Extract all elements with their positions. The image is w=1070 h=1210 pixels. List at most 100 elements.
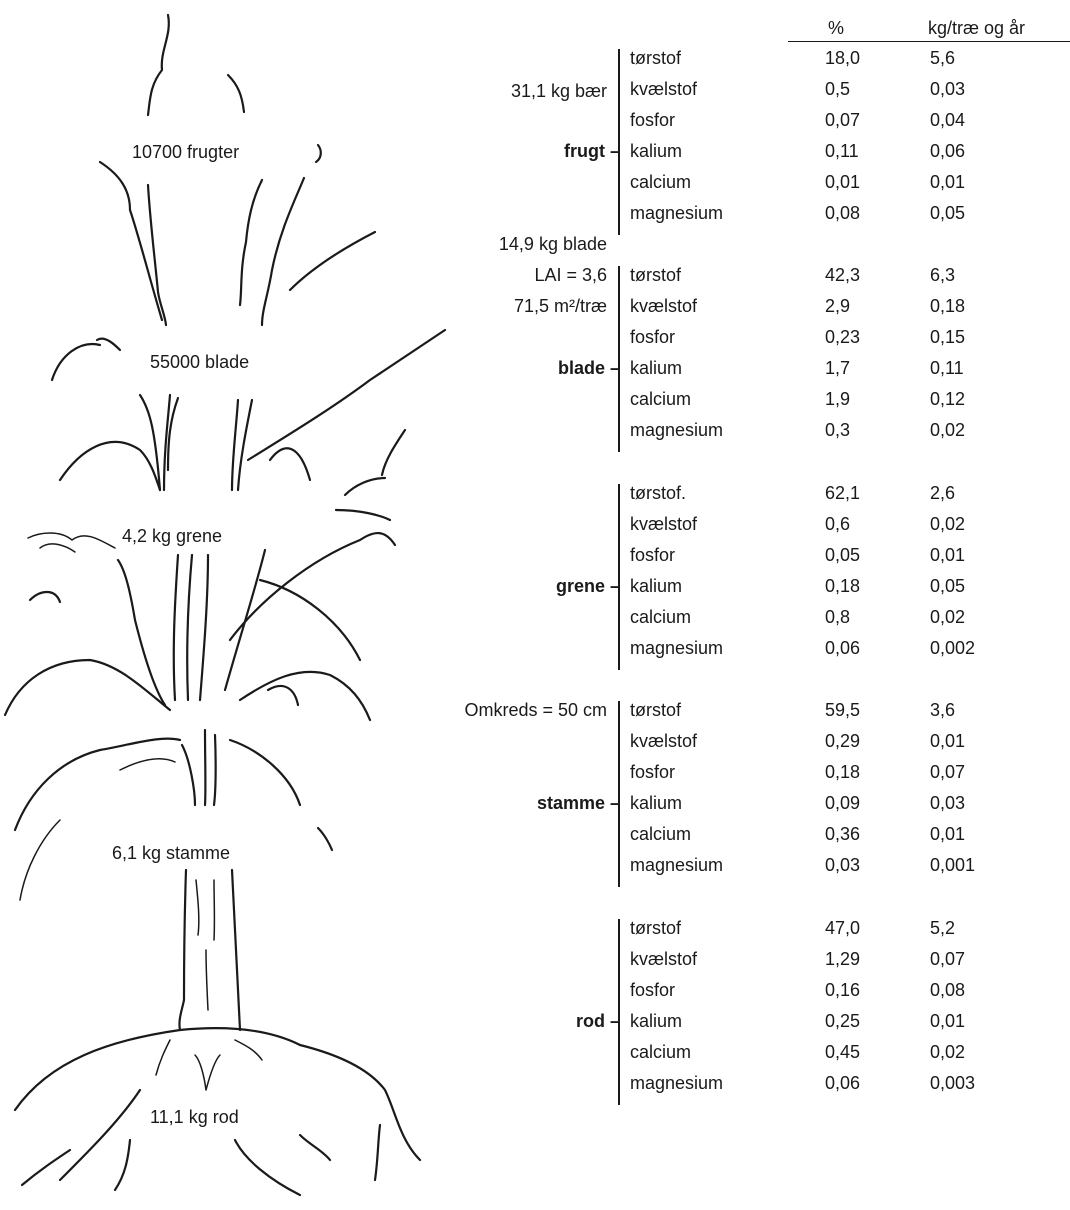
percent-value: 0,16 <box>825 979 860 1001</box>
kg-per-tree-value: 0,01 <box>930 1010 965 1032</box>
kg-per-tree-value: 0,05 <box>930 202 965 224</box>
group-name: frugt – <box>564 140 620 162</box>
nutrient-name: kvælstof <box>630 513 697 535</box>
percent-value: 59,5 <box>825 699 860 721</box>
table-row: kvælstof 0,6 0,02 <box>630 513 1050 544</box>
nutrient-name: tørstof <box>630 699 681 721</box>
kg-per-tree-value: 0,01 <box>930 171 965 193</box>
kg-per-tree-value: 5,6 <box>930 47 955 69</box>
kg-per-tree-value: 0,02 <box>930 513 965 535</box>
tree-label-frugter: 10700 frugter <box>130 142 241 163</box>
percent-value: 0,45 <box>825 1041 860 1063</box>
percent-value: 0,07 <box>825 109 860 131</box>
nutrient-name: kalium <box>630 792 682 814</box>
kg-per-tree-value: 0,02 <box>930 1041 965 1063</box>
table-row: magnesium0,080,05 <box>630 202 1050 233</box>
tree-label-grene: 4,2 kg grene <box>120 526 224 547</box>
kg-per-tree-value: 0,05 <box>930 575 965 597</box>
percent-value: 0,6 <box>825 513 850 535</box>
percent-value: 0,36 <box>825 823 860 845</box>
kg-per-tree-value: 0,12 <box>930 388 965 410</box>
group-name: grene – <box>556 575 620 597</box>
table-row: calcium 0,36 0,01 <box>630 823 1050 854</box>
kg-per-tree-value: 0,01 <box>930 730 965 752</box>
nutrient-name: calcium <box>630 388 691 410</box>
kg-per-tree-value: 0,02 <box>930 419 965 441</box>
nutrient-name: magnesium <box>630 419 723 441</box>
percent-value: 0,03 <box>825 854 860 876</box>
table-row: fosfor0,160,08 <box>630 979 1050 1010</box>
kg-per-tree-value: 0,07 <box>930 948 965 970</box>
nutrient-name: magnesium <box>630 637 723 659</box>
nutrient-name: magnesium <box>630 854 723 876</box>
percent-value: 1,29 <box>825 948 860 970</box>
table-row: fosfor0,070,04 <box>630 109 1050 140</box>
percent-value: 0,06 <box>825 1072 860 1094</box>
percent-value: 1,9 <box>825 388 850 410</box>
group-note: 71,5 m²/træ <box>514 295 607 317</box>
table-row: tørstof. 62,1 2,6 <box>630 482 1050 513</box>
kg-per-tree-value: 0,18 <box>930 295 965 317</box>
nutrient-name: fosfor <box>630 544 675 566</box>
nutrient-name: tørstof <box>630 264 681 286</box>
percent-value: 0,5 <box>825 78 850 100</box>
table-row: tørstof 42,3 6,3 <box>630 264 1050 295</box>
kg-per-tree-value: 0,002 <box>930 637 975 659</box>
percent-value: 1,7 <box>825 357 850 379</box>
kg-per-tree-value: 0,11 <box>930 357 964 379</box>
kg-per-tree-value: 0,15 <box>930 326 965 348</box>
nutrient-name: tørstof <box>630 47 681 69</box>
kg-per-tree-value: 0,001 <box>930 854 975 876</box>
kg-per-tree-value: 5,2 <box>930 917 955 939</box>
table-row: kalium 0,11 0,06 <box>630 140 1050 171</box>
percent-value: 0,05 <box>825 544 860 566</box>
tree-label-blade: 55000 blade <box>148 352 251 373</box>
percent-value: 0,11 <box>825 140 859 162</box>
nutrient-name: kalium <box>630 575 682 597</box>
group-name: rod – <box>576 1010 620 1032</box>
kg-per-tree-value: 0,08 <box>930 979 965 1001</box>
percent-value: 0,09 <box>825 792 860 814</box>
group-note: LAI = 3,6 <box>534 264 607 286</box>
percent-value: 0,3 <box>825 419 850 441</box>
table-row: kvælstof 0,29 0,01 <box>630 730 1050 761</box>
kg-per-tree-value: 0,04 <box>930 109 965 131</box>
table-row: kalium 1,7 0,11 <box>630 357 1050 388</box>
nutrient-name: fosfor <box>630 326 675 348</box>
nutrient-name: kvælstof <box>630 948 697 970</box>
nutrient-name: calcium <box>630 1041 691 1063</box>
table-row: tørstof47,05,2 <box>630 917 1050 948</box>
group-name: blade – <box>558 357 620 379</box>
table-row: calcium 1,9 0,12 <box>630 388 1050 419</box>
nutrient-name: calcium <box>630 823 691 845</box>
kg-per-tree-value: 0,07 <box>930 761 965 783</box>
kg-per-tree-value: 0,06 <box>930 140 965 162</box>
nutrient-name: tørstof. <box>630 482 686 504</box>
percent-value: 62,1 <box>825 482 860 504</box>
table-row: magnesium 0,03 0,001 <box>630 854 1050 885</box>
kg-per-tree-value: 6,3 <box>930 264 955 286</box>
percent-value: 0,8 <box>825 606 850 628</box>
nutrient-name: kalium <box>630 140 682 162</box>
kg-per-tree-value: 0,01 <box>930 823 965 845</box>
nutrient-name: kalium <box>630 1010 682 1032</box>
header-percent: % <box>828 18 844 39</box>
percent-value: 0,29 <box>825 730 860 752</box>
percent-value: 2,9 <box>825 295 850 317</box>
group-name: stamme – <box>537 792 620 814</box>
nutrient-name: kvælstof <box>630 730 697 752</box>
percent-value: 47,0 <box>825 917 860 939</box>
header-underline <box>788 41 1070 42</box>
table-row: calcium0,010,01 <box>630 171 1050 202</box>
percent-value: 42,3 <box>825 264 860 286</box>
tree-sketch <box>0 0 450 1210</box>
table-row: magnesium 0,3 0,02 <box>630 419 1050 450</box>
table-row: calcium 0,45 0,02 <box>630 1041 1050 1072</box>
kg-per-tree-value: 2,6 <box>930 482 955 504</box>
kg-per-tree-value: 0,03 <box>930 792 965 814</box>
group-note: Omkreds = 50 cm <box>464 699 607 721</box>
nutrient-name: kalium <box>630 357 682 379</box>
